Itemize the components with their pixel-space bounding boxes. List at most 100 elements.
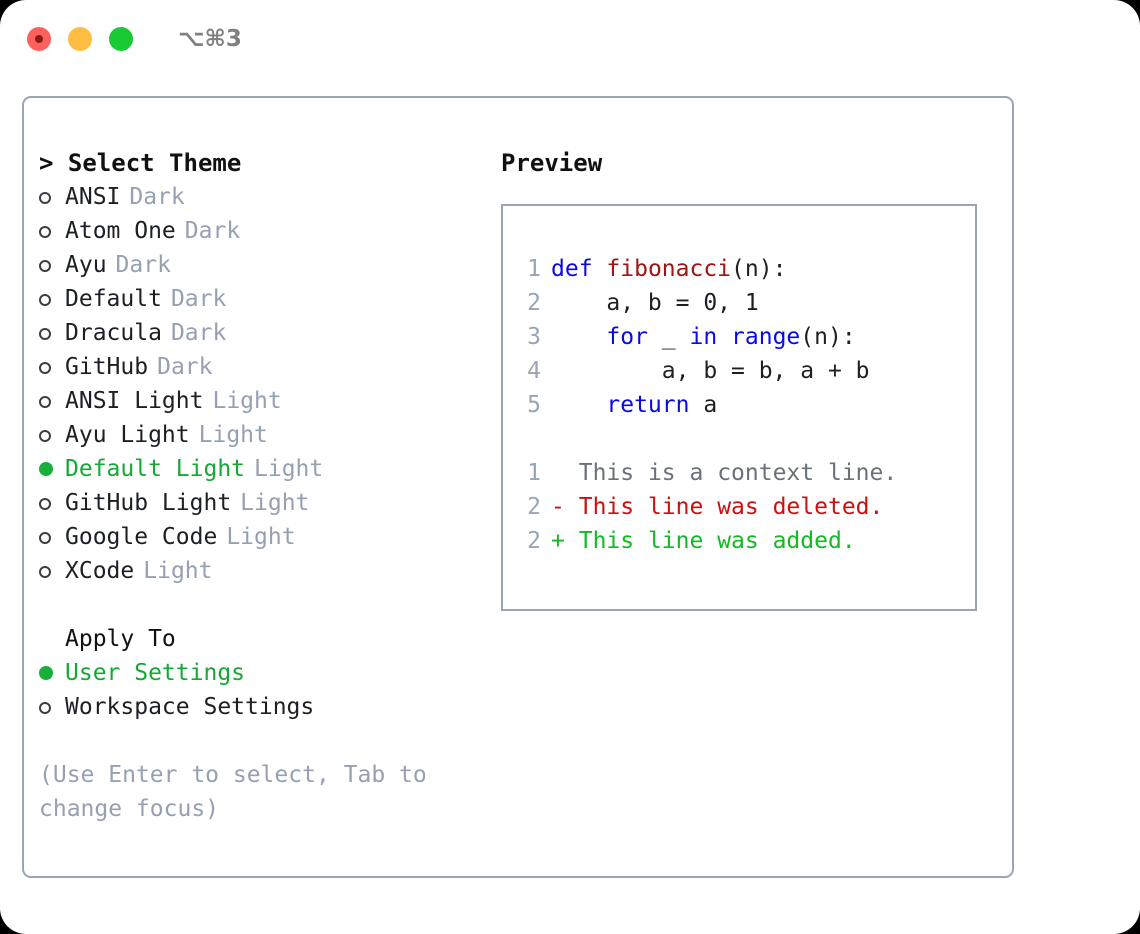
- theme-item-ansi-light[interactable]: ANSI Light Light: [39, 384, 494, 418]
- theme-name: Default Light: [65, 456, 246, 482]
- preview-title: Preview: [501, 149, 603, 177]
- diff-line-deleted: 2 - This line was deleted.: [503, 490, 975, 524]
- radio-unselected-icon[interactable]: [39, 215, 65, 249]
- list-spacer: [39, 588, 494, 622]
- radio-unselected-icon[interactable]: [39, 181, 65, 215]
- apply-to-option-label: Workspace Settings: [65, 694, 315, 720]
- theme-name: Ayu: [65, 252, 107, 278]
- code-token: fibonacci: [606, 256, 732, 282]
- code-token: [551, 324, 606, 350]
- preview-column: Preview 1 def fibonacci(n): 2 a, b = 0, …: [501, 146, 1001, 611]
- theme-item-github-light[interactable]: GitHub Light Light: [39, 486, 494, 520]
- radio-unselected-icon[interactable]: [39, 249, 65, 283]
- code-token: def: [551, 256, 593, 282]
- radio-selected-icon[interactable]: [39, 656, 65, 690]
- keyboard-hint-text: (Use Enter to select, Tab to change focu…: [39, 762, 427, 822]
- page-title: > Select Theme: [39, 146, 494, 180]
- diff-separator: [503, 422, 975, 456]
- code-text: for _ in range(n):: [551, 320, 856, 354]
- apply-to-workspace-settings[interactable]: Workspace Settings: [39, 690, 494, 724]
- radio-unselected-icon[interactable]: [39, 419, 65, 453]
- theme-item-dracula[interactable]: Dracula Dark: [39, 316, 494, 350]
- radio-unselected-icon[interactable]: [39, 555, 65, 589]
- theme-item-ayu-light[interactable]: Ayu Light Light: [39, 418, 494, 452]
- theme-name: Google Code: [65, 524, 218, 550]
- traffic-light-group: [27, 27, 133, 51]
- close-button-icon[interactable]: [27, 27, 51, 51]
- diff-sign: +: [551, 528, 565, 554]
- theme-item-xcode[interactable]: XCode Light: [39, 554, 494, 588]
- line-number: 2: [527, 290, 541, 316]
- theme-list: ANSI Dark Atom One Dark Ayu Dark Default: [39, 180, 494, 588]
- code-token: a, b = 0, 1: [551, 290, 759, 316]
- code-token: return: [606, 392, 690, 418]
- diff-line-added: 2 + This line was added.: [503, 524, 975, 558]
- radio-unselected-icon[interactable]: [39, 283, 65, 317]
- code-token: (n):: [800, 324, 856, 350]
- code-token: for: [606, 324, 648, 350]
- code-text: return a: [551, 388, 717, 422]
- theme-name: Default: [65, 286, 162, 312]
- minimize-button-icon[interactable]: [68, 27, 92, 51]
- line-number: 3: [527, 324, 541, 350]
- apply-to-label: Apply To: [65, 626, 176, 652]
- theme-picker-column: > Select Theme ANSI Dark Atom One Dark A…: [39, 146, 494, 826]
- apply-to-user-settings[interactable]: User Settings: [39, 656, 494, 690]
- line-number: 1: [527, 256, 541, 282]
- code-line: 4 a, b = b, a + b: [503, 354, 975, 388]
- theme-variant-badge: Dark: [115, 252, 171, 278]
- theme-name: ANSI: [65, 184, 121, 210]
- keyboard-shortcut-label: ⌥⌘3: [178, 25, 242, 52]
- code-token: [717, 324, 731, 350]
- code-line: 1 def fibonacci(n):: [503, 252, 975, 286]
- maximize-button-icon[interactable]: [109, 27, 133, 51]
- line-number: 4: [527, 358, 541, 384]
- radio-unselected-icon[interactable]: [39, 521, 65, 555]
- theme-variant-badge: Light: [212, 388, 282, 414]
- diff-line-context: 1 This is a context line.: [503, 456, 975, 490]
- radio-unselected-icon[interactable]: [39, 487, 65, 521]
- line-number: 5: [527, 392, 541, 418]
- radio-selected-icon[interactable]: [39, 452, 65, 486]
- radio-unselected-icon[interactable]: [39, 317, 65, 351]
- code-token: a: [689, 392, 718, 418]
- theme-variant-badge: Dark: [170, 320, 227, 346]
- theme-variant-badge: Light: [198, 422, 268, 448]
- theme-item-default-dark[interactable]: Default Dark: [39, 282, 494, 316]
- theme-variant-badge: Dark: [157, 354, 213, 380]
- radio-unselected-icon[interactable]: [39, 351, 65, 385]
- diff-sign: -: [551, 494, 565, 520]
- prompt-caret-icon: >: [39, 149, 54, 177]
- code-text: def fibonacci(n):: [551, 252, 786, 286]
- code-line: 5 return a: [503, 388, 975, 422]
- radio-unselected-icon[interactable]: [39, 691, 65, 725]
- line-number: 1: [527, 460, 541, 486]
- theme-item-atom-one[interactable]: Atom One Dark: [39, 214, 494, 248]
- code-token: [593, 256, 607, 282]
- diff-sign: [551, 456, 565, 490]
- theme-name: Atom One: [65, 218, 176, 244]
- page-title-text: Select Theme: [67, 149, 242, 177]
- apply-to-option-label: User Settings: [65, 660, 246, 686]
- close-dot-icon: [35, 35, 43, 43]
- code-text: a, b = 0, 1: [551, 286, 759, 320]
- diff-text: This line was deleted.: [578, 494, 884, 520]
- theme-item-github-dark[interactable]: GitHub Dark: [39, 350, 494, 384]
- code-token: a, b = b, a + b: [551, 358, 870, 384]
- theme-item-google-code[interactable]: Google Code Light: [39, 520, 494, 554]
- code-text: a, b = b, a + b: [551, 354, 870, 388]
- code-token: [551, 392, 606, 418]
- theme-item-default-light[interactable]: Default Light Light: [39, 452, 494, 486]
- code-token: (n):: [731, 256, 787, 282]
- diff-text: This is a context line.: [578, 460, 898, 486]
- theme-variant-badge: Dark: [170, 286, 227, 312]
- code-token: range: [731, 324, 801, 350]
- theme-item-ansi[interactable]: ANSI Dark: [39, 180, 494, 214]
- theme-name: ANSI Light: [65, 388, 204, 414]
- theme-variant-badge: Dark: [184, 218, 241, 244]
- theme-name: Ayu Light: [65, 422, 190, 448]
- radio-unselected-icon[interactable]: [39, 385, 65, 419]
- theme-item-ayu[interactable]: Ayu Dark: [39, 248, 494, 282]
- theme-name: XCode: [65, 558, 135, 584]
